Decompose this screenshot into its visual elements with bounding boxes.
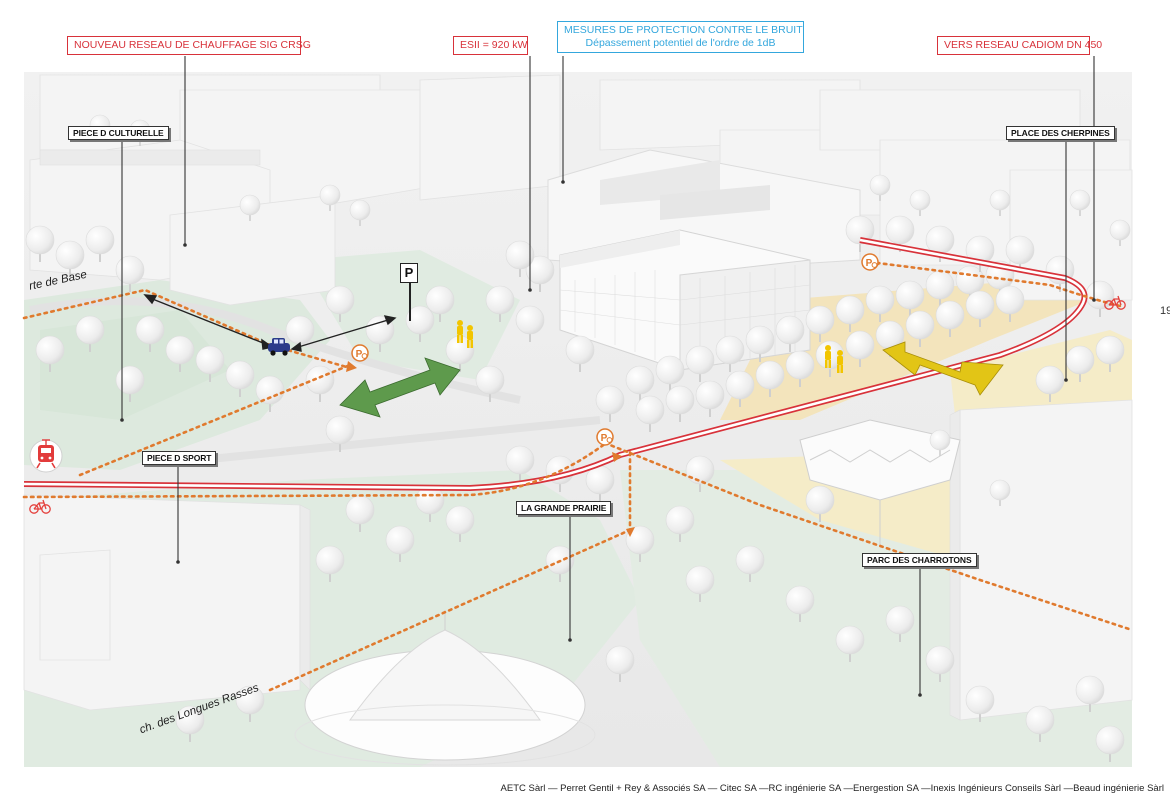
power-text: ESII = 920 kW xyxy=(460,39,528,51)
park-and-ride-icon xyxy=(861,253,879,271)
tram-icon xyxy=(29,439,63,473)
mobility-paths xyxy=(22,260,1134,692)
car-icon xyxy=(268,338,290,356)
heating-network-text: NOUVEAU RESEAU DE CHAUFFAGE SIG CRSG xyxy=(74,39,311,51)
park-and-ride-icon xyxy=(351,344,369,362)
place-label-sport: PIECE D SPORT xyxy=(142,451,217,465)
park-and-ride-icon xyxy=(596,428,614,446)
noise-title: MESURES DE PROTECTION CONTRE LE BRUIT xyxy=(564,24,803,36)
parking-letter: P xyxy=(404,265,414,280)
heating-network-label: NOUVEAU RESEAU DE CHAUFFAGE SIG CRSG xyxy=(67,36,311,56)
power-label: ESII = 920 kW xyxy=(453,36,528,56)
parking-sign-post xyxy=(409,283,411,321)
yellow-double-arrow xyxy=(882,341,1004,396)
green-double-arrow xyxy=(339,357,461,418)
place-label-cherpines: PLACE DES CHERPINES xyxy=(1006,126,1115,140)
leader-lines xyxy=(121,56,1095,695)
place-label-culture: PIECE D CULTURELLE xyxy=(68,126,169,140)
place-label-charrotons: PARC DES CHARROTONS xyxy=(862,553,977,567)
buildings xyxy=(23,74,1133,721)
cadiom-text: VERS RESEAU CADIOM DN 450 xyxy=(944,39,1103,51)
page-number: 19 xyxy=(1160,305,1170,317)
noise-protection-label: MESURES DE PROTECTION CONTRE LE BRUIT Dé… xyxy=(557,21,804,54)
cadiom-label: VERS RESEAU CADIOM DN 450 xyxy=(937,36,1102,56)
market-canopy xyxy=(799,419,961,545)
place-label-prairie: LA GRANDE PRAIRIE xyxy=(516,501,612,515)
credits-footer: AETC Sàrl — Perret Gentil + Rey & Associ… xyxy=(500,783,1164,794)
circus-tent xyxy=(294,610,596,766)
noise-subtitle: Dépassement potentiel de l'ordre de 1dB xyxy=(585,37,776,50)
car-connection-arrows xyxy=(143,294,397,352)
parking-icon: P xyxy=(400,263,418,283)
